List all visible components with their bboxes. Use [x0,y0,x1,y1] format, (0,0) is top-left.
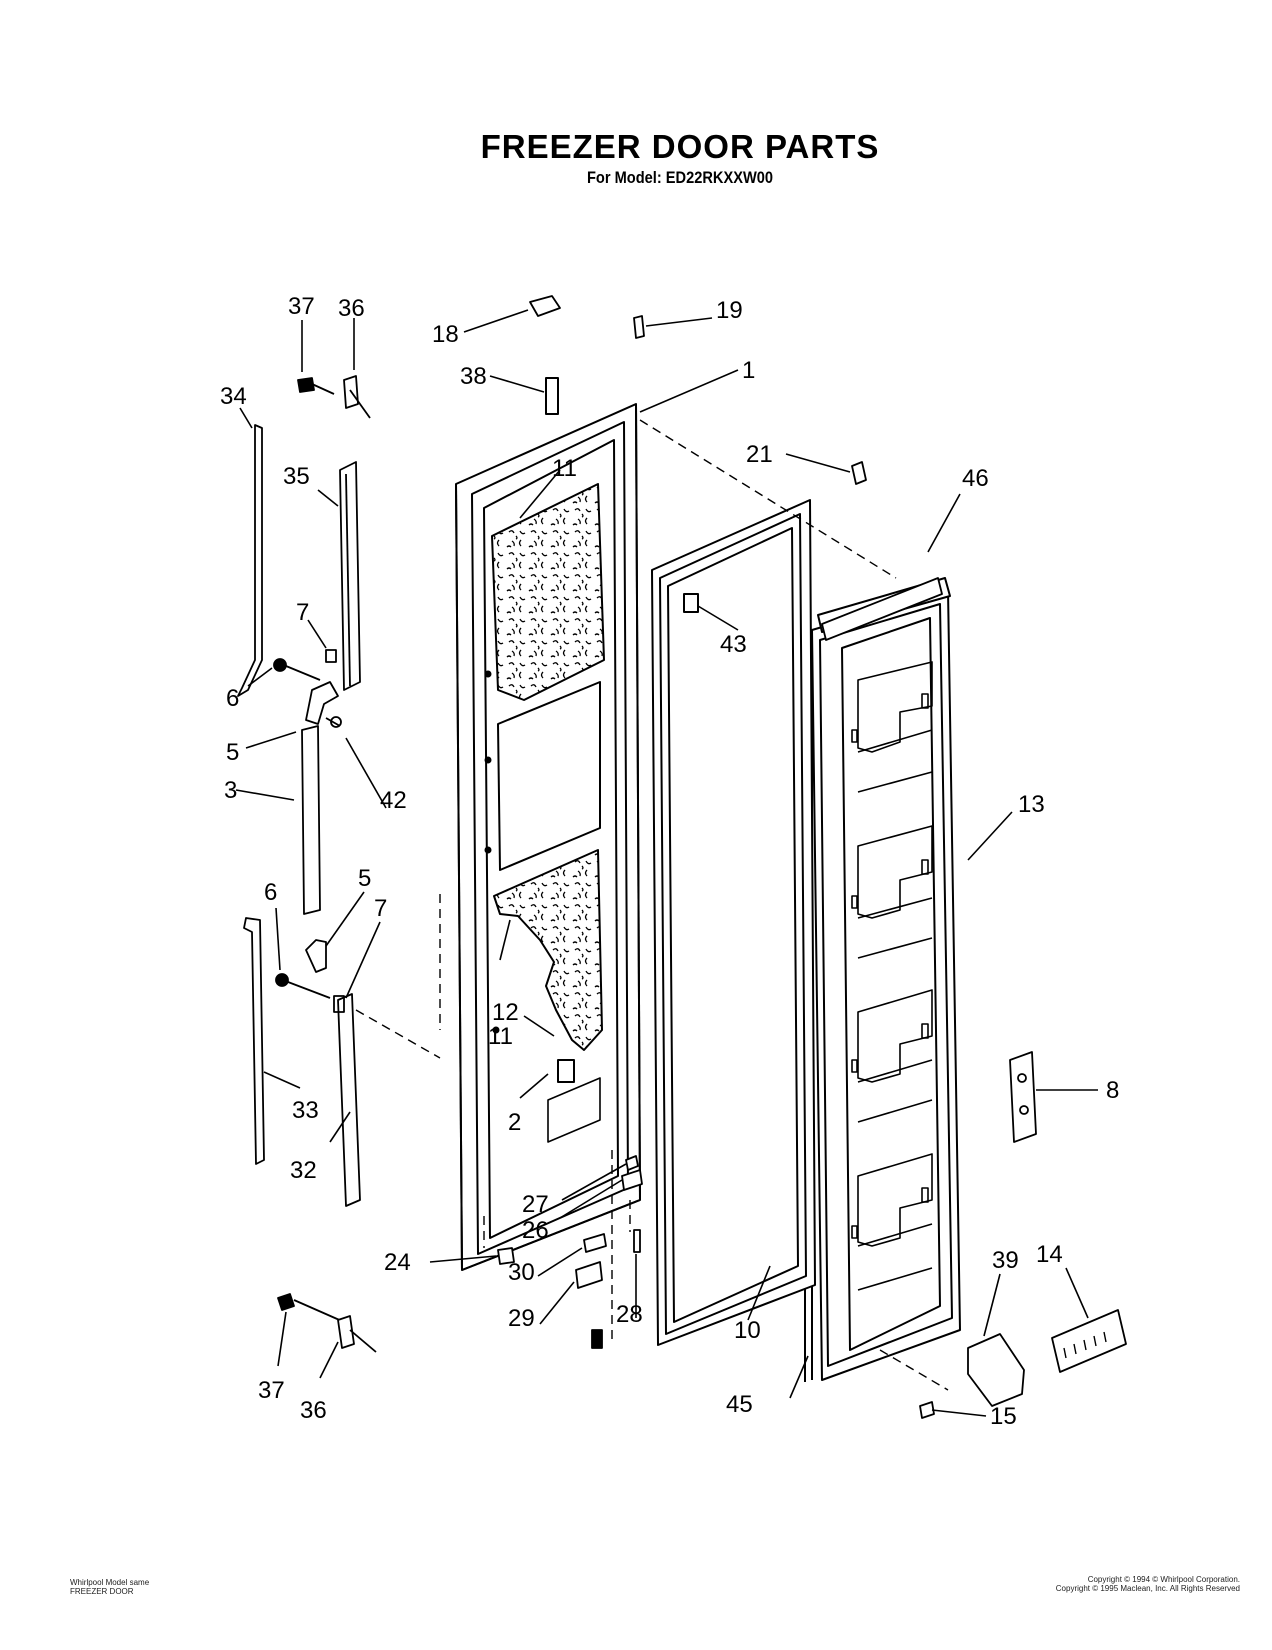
callout-8: 8 [1106,1077,1119,1104]
callout-7-lower: 7 [374,895,387,922]
grille-part-14 [1051,1309,1127,1373]
cap-part-18 [529,295,561,317]
callout-3: 3 [224,777,237,804]
callout-15: 15 [990,1403,1017,1430]
callout-14: 14 [1036,1241,1063,1268]
bracket-part-8 [1009,1051,1037,1143]
footer-left: Whirlpool Model same FREEZER DOOR [70,1578,149,1596]
callout-labels: 37 36 34 35 7 6 5 3 42 6 5 7 33 32 37 36… [220,293,1119,1430]
callout-37-bottom: 37 [258,1377,285,1404]
small-hardware [497,295,1127,1419]
bushing-part-26 [621,1169,643,1191]
callout-32: 32 [290,1157,317,1184]
callout-43: 43 [720,631,747,658]
page-title: FREEZER DOOR PARTS [480,128,880,165]
callout-39: 39 [992,1247,1019,1274]
screw-part-19 [633,315,645,339]
door-gasket-part-10 [651,499,816,1346]
plate-part-29 [575,1261,603,1289]
callout-19: 19 [716,297,743,324]
callout-11-lower: 11 [488,1023,513,1050]
footer-copyright-line-2: Copyright © 1995 Maclean, Inc. All Right… [1055,1584,1240,1593]
callout-36-bottom: 36 [300,1397,327,1424]
callout-38: 38 [460,363,487,390]
pin-part-38 [545,377,559,415]
callout-6-upper: 6 [226,685,239,712]
footer-copyright-line-1: Copyright © 1994 © Whirlpool Corporation… [1087,1575,1240,1584]
callout-30: 30 [508,1259,535,1286]
clip-part-43 [683,593,699,613]
footer-copyright: Copyright © 1994 © Whirlpool Corporation… [1050,1575,1240,1593]
door-liner-part-13 [804,577,961,1382]
callout-27: 27 [522,1191,549,1218]
callout-21: 21 [746,441,773,468]
callout-11-upper: 11 [552,455,577,482]
callout-35: 35 [283,463,310,490]
screw-part-28 [633,1229,641,1253]
bushing-part-21 [851,461,867,485]
callout-46: 46 [962,465,989,492]
callout-13: 13 [1018,791,1045,818]
callout-33: 33 [292,1097,319,1124]
washer-part-24 [497,1247,515,1265]
callout-12: 12 [492,999,519,1026]
door-panel-part-1 [455,377,641,1271]
leader-lines [235,309,1098,1417]
callout-7-upper: 7 [296,599,309,626]
washer-part-27 [625,1155,639,1171]
callout-45: 45 [726,1391,753,1418]
callout-18: 18 [432,321,459,348]
callout-1: 1 [742,357,755,384]
footer-left-line-1: Whirlpool Model same [70,1578,150,1587]
callout-2: 2 [508,1109,521,1136]
callout-34: 34 [220,383,247,410]
callout-10: 10 [734,1317,761,1344]
left-hinge-parts [237,375,377,1353]
callout-24: 24 [384,1249,411,1276]
callout-26: 26 [522,1217,549,1244]
footer-left-line-2: FREEZER DOOR [70,1587,134,1596]
callout-37-top: 37 [288,293,315,320]
cover-part-39 [967,1333,1025,1407]
callout-6-lower: 6 [264,879,277,906]
callout-36-top: 36 [338,295,365,322]
model-subtitle: For Model: ED22RKXXW00 [586,168,774,187]
callout-5-upper: 5 [226,739,239,766]
callout-5-lower: 5 [358,865,371,892]
plate-part-30 [583,1233,607,1253]
callout-28: 28 [616,1301,643,1328]
callout-29: 29 [508,1305,535,1332]
callout-42: 42 [380,787,407,814]
